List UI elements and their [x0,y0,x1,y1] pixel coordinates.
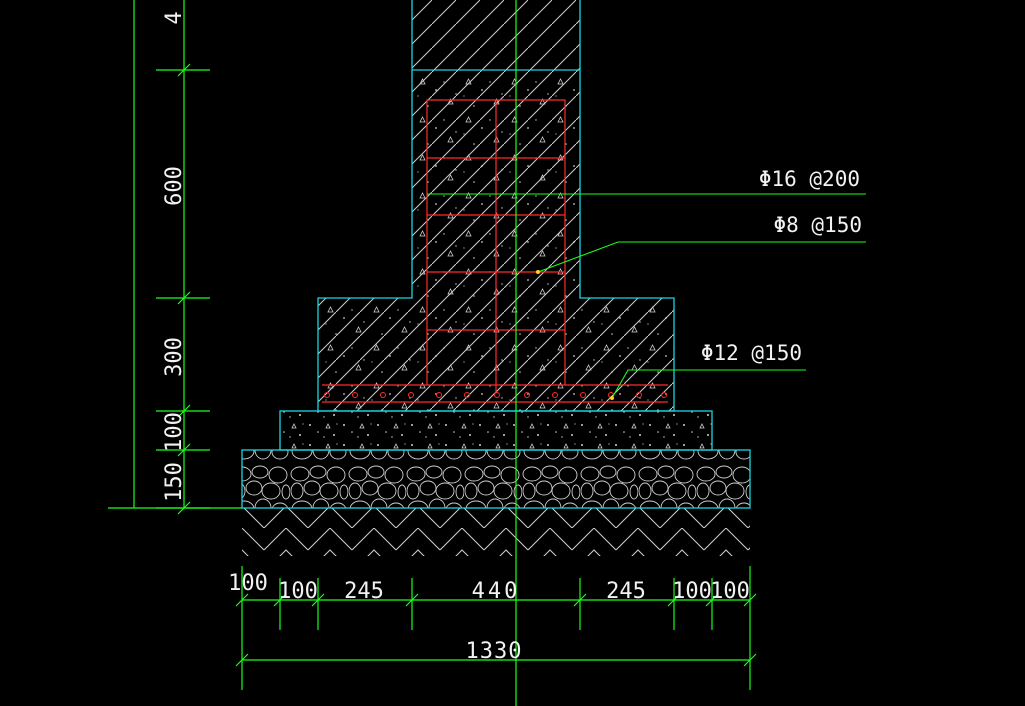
leader-lines [427,193,866,399]
dim-right-100b: 100 [710,579,750,604]
annotation-main-rebar: Φ16 @200 [759,167,860,191]
dim-column-height: 600 [162,166,187,206]
horizontal-dimension-labels: 100 100 245 440 245 100 100 1330 [228,571,750,664]
horizontal-dimension-chain [235,566,757,690]
leader-endpoints [536,270,614,400]
rebar-cage [322,99,668,403]
dim-concrete-bed-height: 100 [162,412,187,452]
vertical-dimension-labels: 4 600 300 100 150 [162,11,187,502]
annotation-base-rebar: Φ12 @150 [701,341,802,365]
rebar-dots [324,392,667,398]
dim-left-245: 245 [344,579,384,604]
dim-left-100: 100 [228,571,268,596]
vertical-dimension-chain [133,0,210,515]
dim-footing-height: 300 [162,337,187,377]
dim-center-440: 440 [472,579,521,604]
dim-left-100b: 100 [278,579,318,604]
earth-fill [242,508,750,556]
concrete-bed [279,410,713,451]
dim-right-245: 245 [606,579,646,604]
dim-top-partial: 4 [162,11,187,24]
dim-right-100: 100 [672,579,712,604]
rubble-bed [241,449,751,509]
annotation-stirrup-rebar: Φ8 @150 [773,213,862,237]
dim-total-width: 1330 [466,639,523,664]
dim-rubble-bed-height: 150 [162,462,187,502]
